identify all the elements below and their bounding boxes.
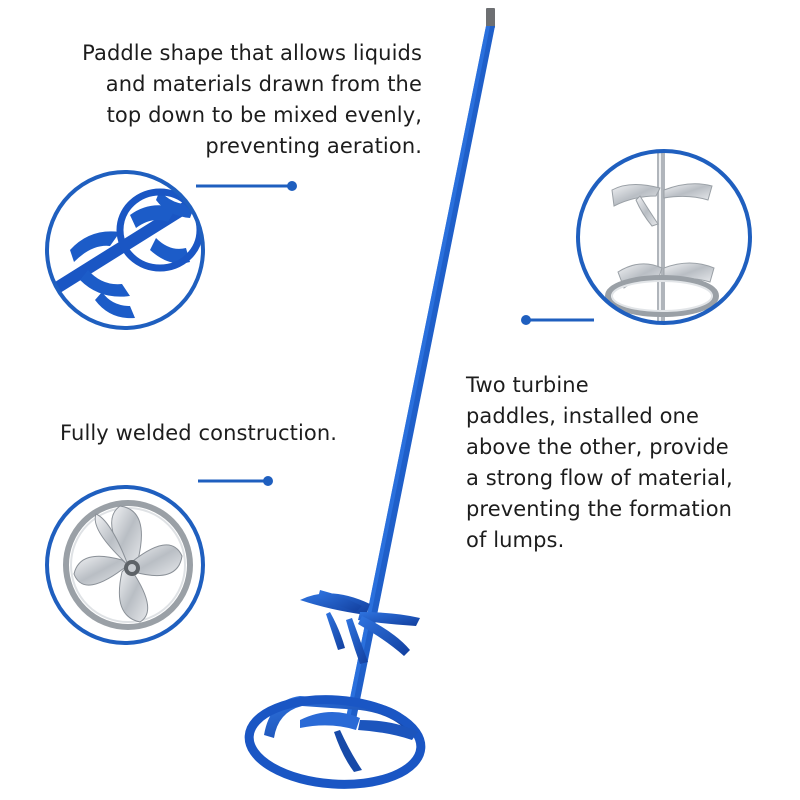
caption-line: and materials drawn from the: [105, 72, 422, 96]
caption-line: above the other, provide: [466, 435, 729, 459]
caption-turbine-paddles: Two turbine paddles, installed one above…: [466, 370, 733, 556]
caption-line: Two turbine: [466, 373, 589, 397]
caption-line: top down to be mixed evenly,: [106, 103, 422, 127]
caption-line: paddles, installed one: [466, 404, 699, 428]
lower-paddle: [244, 695, 426, 789]
connector-bottom-left: [198, 476, 273, 486]
detail-circle-blue-paddle: [45, 170, 205, 330]
connector-top-left: [196, 181, 297, 191]
caption-line: a strong flow of material,: [466, 466, 733, 490]
caption-line: preventing the formation: [466, 497, 733, 521]
mixer-shaft: [346, 8, 495, 720]
caption-line: preventing aeration.: [205, 134, 422, 158]
detail-circle-steel-mixer: [576, 149, 752, 325]
caption-line: Fully welded construction.: [60, 421, 338, 445]
caption-line: of lumps.: [466, 528, 565, 552]
caption-line: Paddle shape that allows liquids: [82, 41, 422, 65]
detail-circle-welded-paddle: [45, 485, 205, 645]
caption-paddle-shape: Paddle shape that allows liquids and mat…: [40, 38, 422, 162]
upper-paddle: [300, 590, 420, 664]
connector-right: [521, 315, 594, 325]
caption-welded-construction: Fully welded construction.: [60, 418, 337, 449]
